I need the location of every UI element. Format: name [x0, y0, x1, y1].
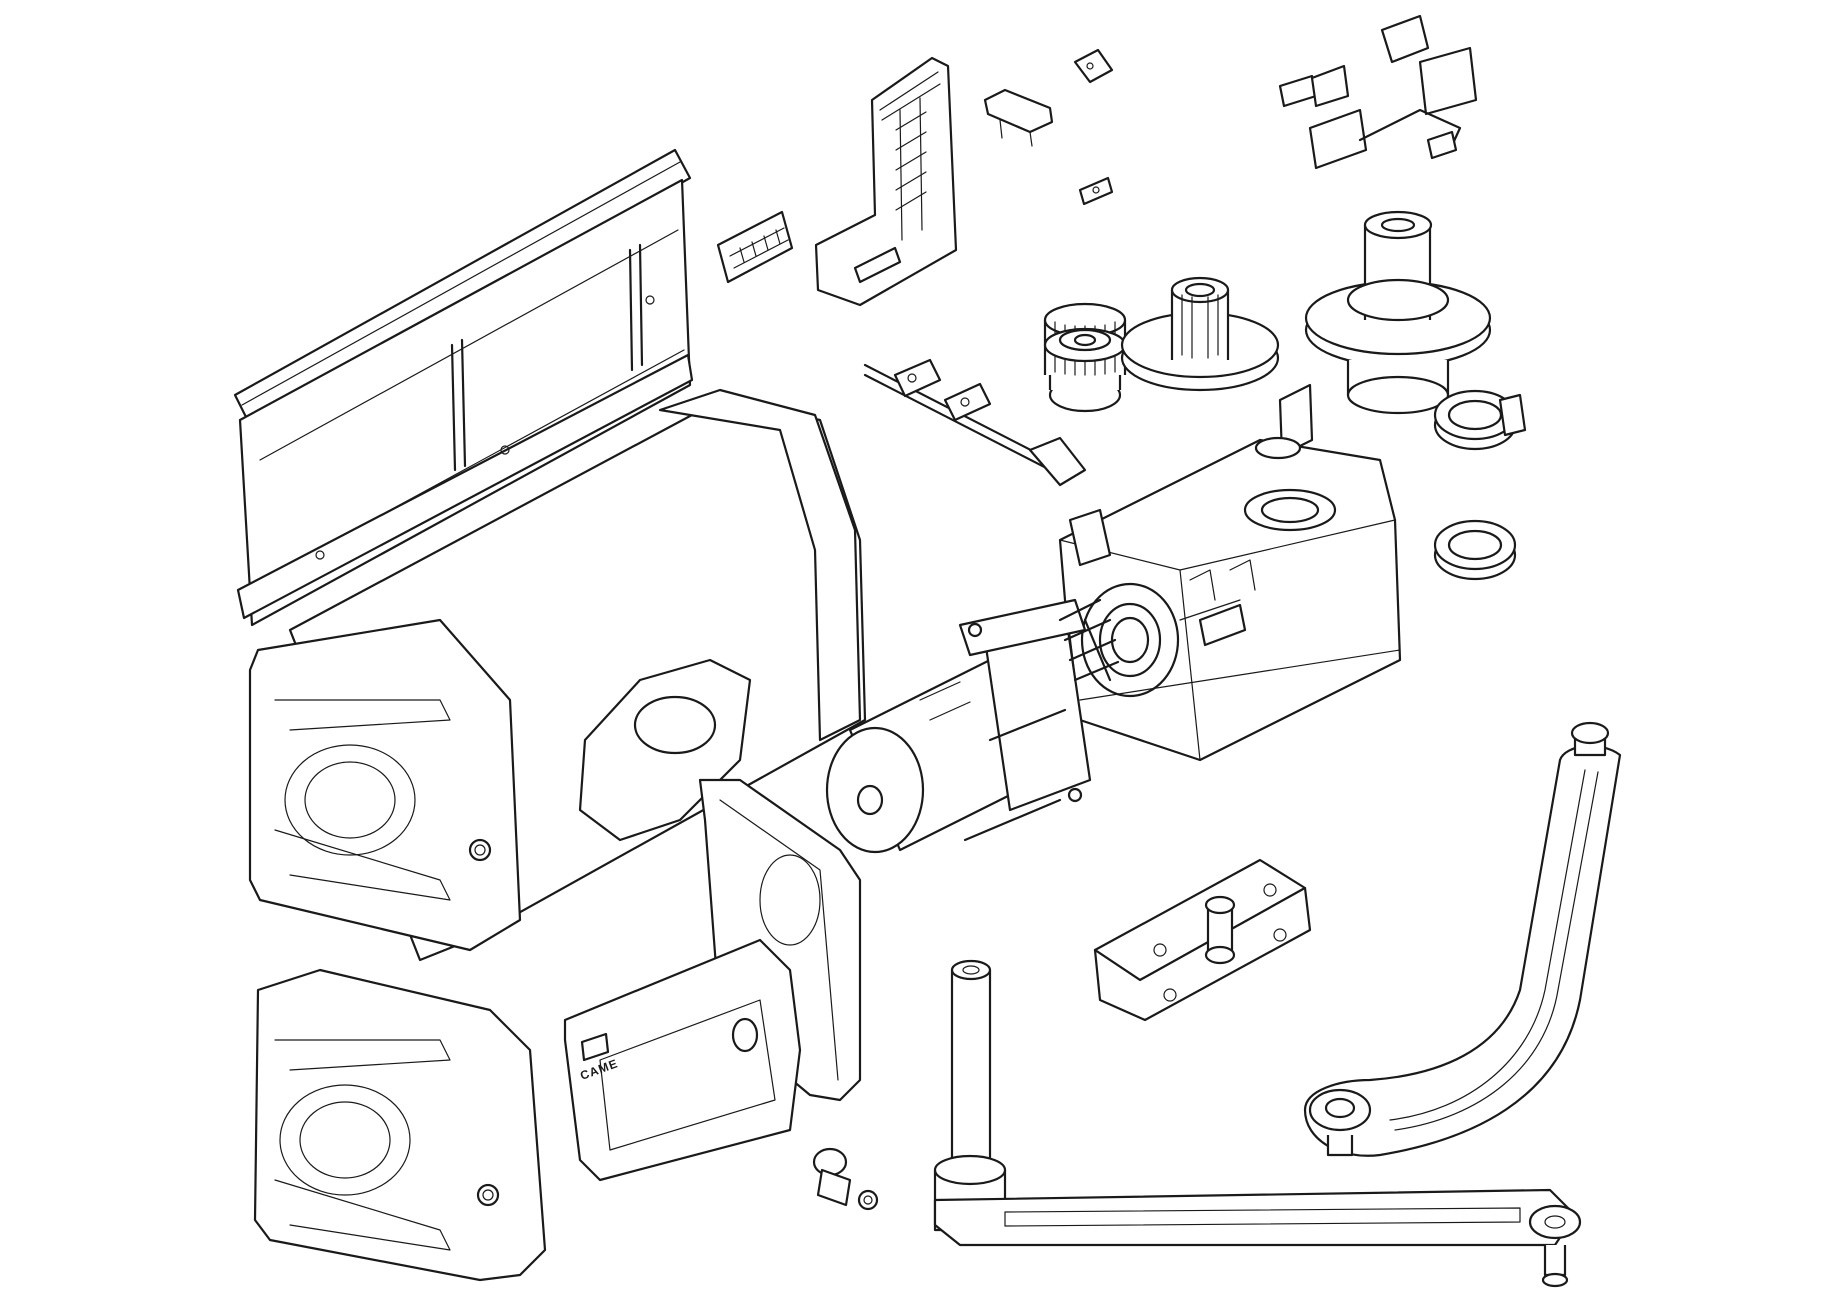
- control-board-bracket: [814, 56, 958, 307]
- upper-limit-cam: [1433, 389, 1527, 451]
- intermediate-gear: [1120, 276, 1280, 392]
- lower-limit-cam: [1433, 519, 1517, 581]
- mounting-rail: [233, 148, 694, 627]
- terminal-connector: [716, 210, 794, 284]
- curved-arm: [1303, 721, 1622, 1157]
- micro-switch-assembly: [1278, 14, 1478, 170]
- release-door: CAME: [563, 938, 802, 1182]
- output-gear: [1304, 210, 1492, 415]
- release-key-lock: [812, 1147, 879, 1211]
- mounting-bracket: [1093, 858, 1312, 1022]
- gearbox-housing: [1058, 383, 1402, 762]
- electric-motor: [825, 598, 1120, 854]
- main-cover: [248, 388, 867, 962]
- small-clip: [1073, 48, 1114, 84]
- limit-switch-bracket: [983, 88, 1054, 147]
- pinion-gear: [1043, 302, 1127, 413]
- release-pin: [1078, 176, 1114, 206]
- straight-arm: [933, 959, 1582, 1288]
- front-cover: [253, 968, 547, 1282]
- cam-shaft-assembly: [863, 358, 1087, 487]
